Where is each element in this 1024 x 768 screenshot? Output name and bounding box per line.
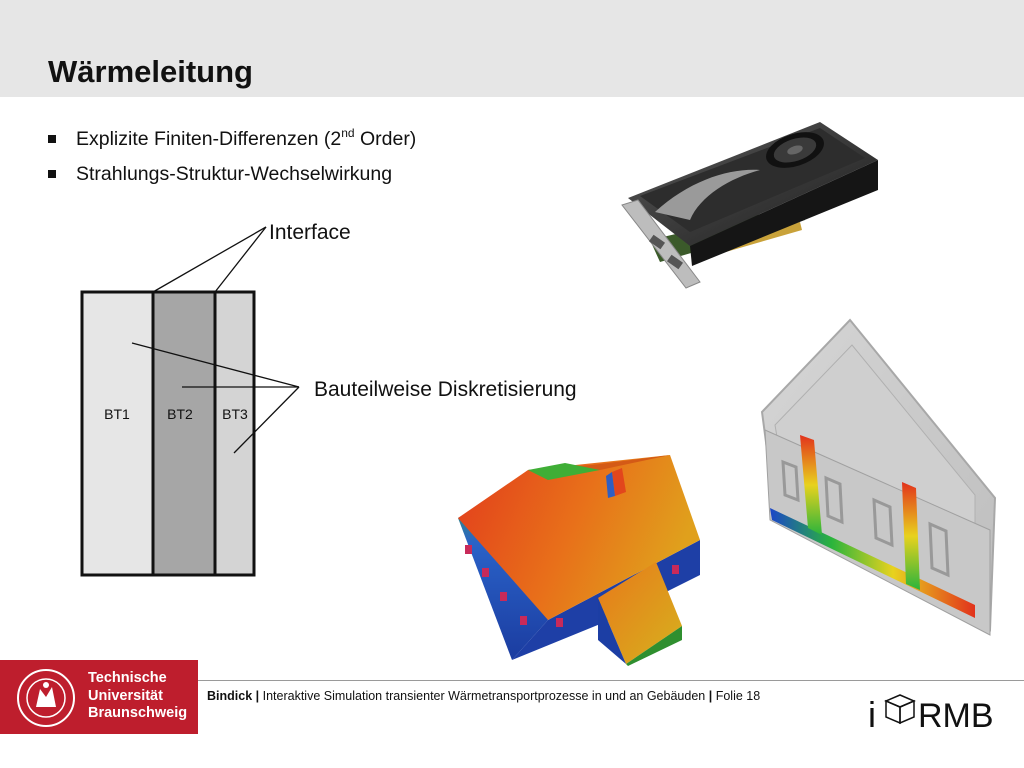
irmb-cube-icon bbox=[884, 694, 916, 725]
footer-title: Interaktive Simulation transienter Wärme… bbox=[262, 689, 706, 703]
footer-text: Bindick | Interaktive Simulation transie… bbox=[207, 689, 760, 703]
bullet-item: Strahlungs-Struktur-Wechselwirkung bbox=[48, 157, 416, 192]
bullet-text: Strahlungs-Struktur-Wechselwirkung bbox=[76, 163, 393, 185]
irmb-logo: i RMB bbox=[868, 694, 992, 733]
university-name-line: Universität bbox=[88, 687, 163, 704]
interface-label: Interface bbox=[269, 221, 351, 244]
part-bt1-block bbox=[80, 290, 155, 577]
part-label-bt1: BT1 bbox=[104, 406, 130, 422]
part-label-bt3: BT3 bbox=[222, 406, 248, 422]
slide-title: Wärmeleitung bbox=[48, 54, 253, 89]
bullet-text: Explizite Finiten-Differenzen (2 bbox=[76, 128, 342, 150]
interface-leader-line bbox=[214, 226, 267, 293]
footer-divider bbox=[198, 680, 1024, 681]
bullet-item: Explizite Finiten-Differenzen (2nd Order… bbox=[48, 122, 416, 157]
interface-leader-line bbox=[152, 226, 267, 293]
bullet-text-tail: Order) bbox=[354, 128, 417, 150]
part-bt3-block bbox=[213, 290, 256, 577]
discretization-leader-line bbox=[233, 386, 300, 454]
part-label-bt2: BT2 bbox=[167, 406, 193, 422]
university-name-line: Braunschweig bbox=[88, 705, 188, 721]
university-seal-icon bbox=[17, 669, 75, 727]
irmb-logo-i: i bbox=[868, 694, 876, 733]
footer-author: Bindick bbox=[207, 689, 253, 703]
footer-separator: | bbox=[708, 689, 713, 703]
bullet-square-icon bbox=[48, 170, 56, 178]
footer-separator: | bbox=[255, 689, 260, 703]
bullet-square-icon bbox=[48, 135, 56, 143]
bullet-superscript: nd bbox=[341, 126, 355, 140]
discretization-leader-line bbox=[131, 342, 300, 388]
university-name-line: Technische bbox=[88, 670, 167, 686]
slide-header bbox=[0, 0, 1024, 97]
part-bt2-block bbox=[151, 290, 217, 577]
bullet-list: Explizite Finiten-Differenzen (2nd Order… bbox=[48, 122, 416, 192]
discretization-label: Bauteilweise Diskretisierung bbox=[314, 378, 577, 401]
footer-slide-number: Folie 18 bbox=[715, 689, 761, 703]
university-name: Technische Universität Braunschweig bbox=[88, 670, 187, 723]
irmb-logo-text: RMB bbox=[918, 697, 992, 733]
